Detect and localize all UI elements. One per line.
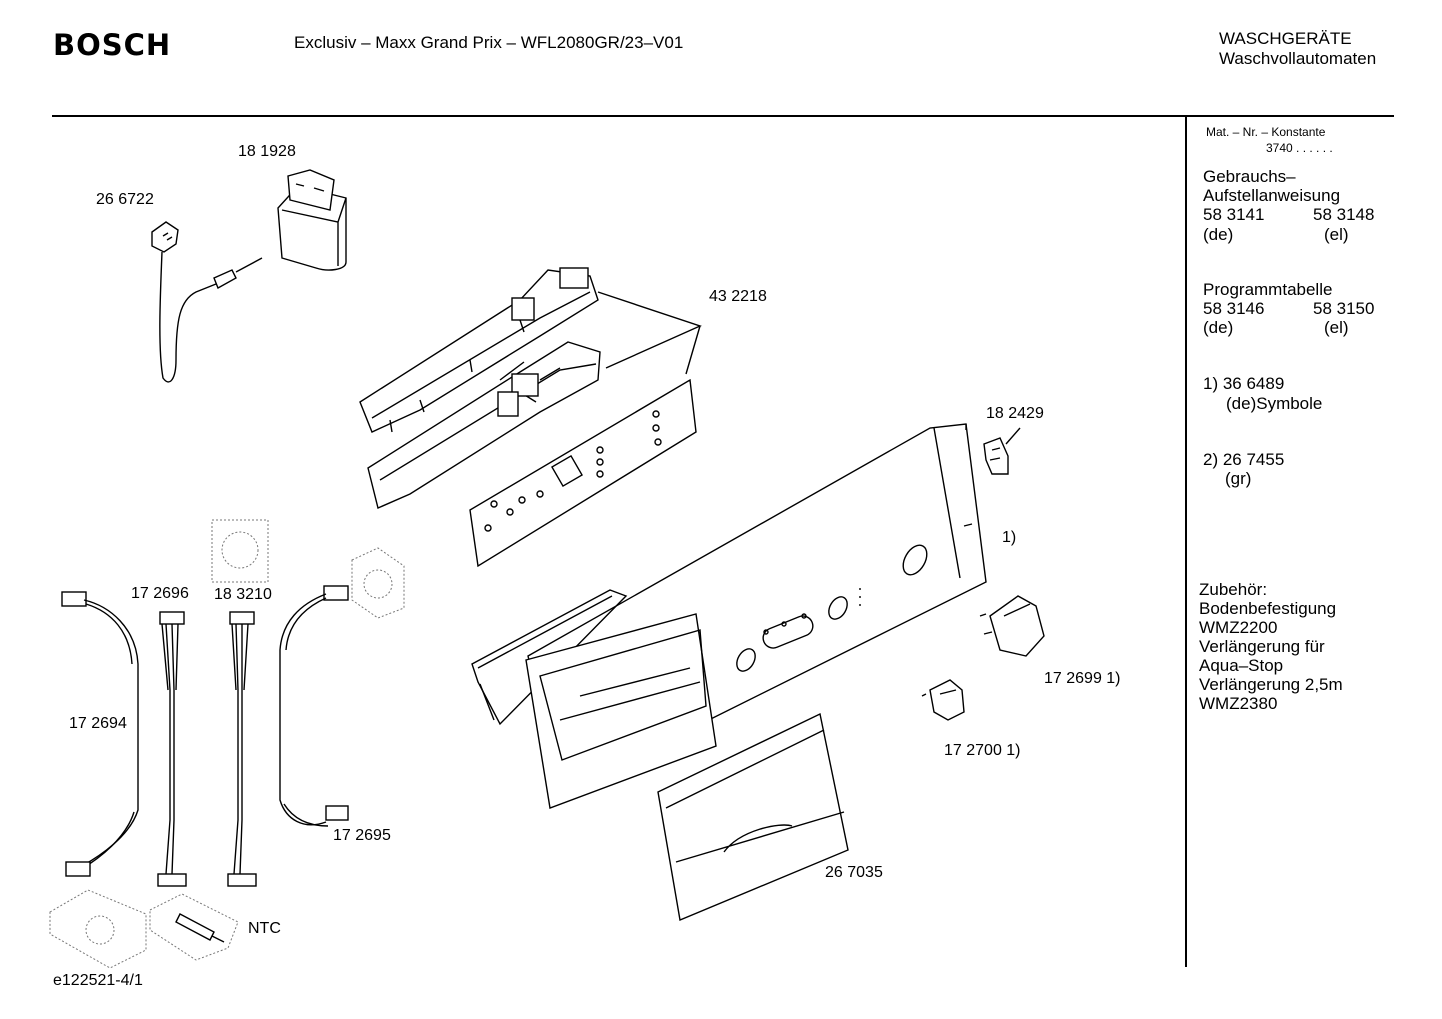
manual-number-el: 58 3148 bbox=[1313, 205, 1375, 224]
program-table-title: Programmtabelle bbox=[1203, 280, 1333, 299]
part-label-182429: 18 2429 bbox=[986, 405, 1044, 422]
dispenser-housing-drawing bbox=[525, 613, 717, 809]
lock-part-drawing bbox=[983, 427, 1021, 475]
drawing-id: e122521-4/1 bbox=[53, 972, 143, 989]
part-label-183210: 18 3210 bbox=[214, 586, 272, 603]
harness-172695-drawing bbox=[279, 585, 349, 827]
accessory-3: Verlängerung für bbox=[1199, 637, 1325, 656]
control-frame-lower-drawing bbox=[367, 341, 601, 509]
manual-title-1: Gebrauchs– bbox=[1203, 167, 1296, 186]
small-knob-drawing bbox=[921, 679, 965, 721]
part-label-181928: 18 1928 bbox=[238, 143, 296, 160]
note-marker-1: 1) bbox=[1002, 529, 1017, 546]
manual-lang-de: (de) bbox=[1203, 225, 1234, 244]
part-label-432218: 43 2218 bbox=[709, 288, 767, 305]
note1-line1: 1) 36 6489 bbox=[1203, 374, 1285, 393]
ntc-label: NTC bbox=[248, 920, 281, 937]
leader-432218 bbox=[597, 291, 702, 375]
part-label-172700: 17 2700 1) bbox=[944, 742, 1021, 759]
filter-drawing bbox=[277, 169, 347, 271]
ntc-sensor-drawing bbox=[175, 913, 225, 943]
manual-lang-el: (el) bbox=[1324, 225, 1349, 244]
note2-line1: 2) 26 7455 bbox=[1203, 450, 1285, 469]
program-table-number-el: 58 3150 bbox=[1313, 299, 1375, 318]
mat-nr-label: Mat. – Nr. – Konstante bbox=[1206, 125, 1326, 139]
harness-172694-drawing bbox=[61, 591, 139, 877]
mat-nr-value: 3740 . . . . . . bbox=[1266, 141, 1333, 155]
accessory-4: Aqua–Stop bbox=[1199, 656, 1284, 675]
part-label-266722: 26 6722 bbox=[96, 191, 154, 208]
program-table-lang-de: (de) bbox=[1203, 318, 1234, 337]
part-label-172695: 17 2695 bbox=[333, 827, 391, 844]
accessories-title: Zubehör: bbox=[1199, 580, 1268, 599]
note2-line2: (gr) bbox=[1225, 469, 1252, 488]
accessory-6: WMZ2380 bbox=[1199, 694, 1278, 713]
control-board-drawing bbox=[469, 378, 697, 568]
category-subtitle: Waschvollautomaten bbox=[1219, 49, 1377, 68]
part-label-172694: 17 2694 bbox=[69, 715, 127, 732]
harness-183210-drawing bbox=[227, 611, 257, 887]
harness-172696-drawing bbox=[157, 611, 187, 887]
manual-title-2: Aufstellanweisung bbox=[1203, 186, 1341, 205]
program-table-number-de: 58 3146 bbox=[1203, 299, 1265, 318]
manual-number-de: 58 3141 bbox=[1203, 205, 1265, 224]
bosch-logo: BOSCH bbox=[53, 28, 172, 62]
header-divider bbox=[52, 115, 1394, 117]
control-frame-upper-drawing bbox=[359, 267, 599, 433]
sidebar-divider bbox=[1185, 117, 1187, 967]
accessory-5: Verlängerung 2,5m bbox=[1199, 675, 1343, 694]
part-label-172696: 17 2696 bbox=[131, 585, 189, 602]
category-title: WASCHGERÄTE bbox=[1219, 29, 1352, 48]
part-label-172699: 17 2699 1) bbox=[1044, 670, 1121, 687]
power-cord-drawing bbox=[151, 221, 263, 383]
part-label-267035: 26 7035 bbox=[825, 864, 883, 881]
accessory-1: Bodenbefestigung bbox=[1199, 599, 1337, 618]
accessory-2: WMZ2200 bbox=[1199, 618, 1278, 637]
ghost-parts-drawing bbox=[49, 519, 405, 969]
note1-line2: (de)Symbole bbox=[1226, 394, 1323, 413]
drawer-handle-drawing bbox=[657, 712, 849, 921]
program-table-lang-el: (el) bbox=[1324, 318, 1349, 337]
document-title: Exclusiv – Maxx Grand Prix – WFL2080GR/2… bbox=[294, 33, 684, 52]
program-knob-drawing bbox=[979, 595, 1045, 657]
